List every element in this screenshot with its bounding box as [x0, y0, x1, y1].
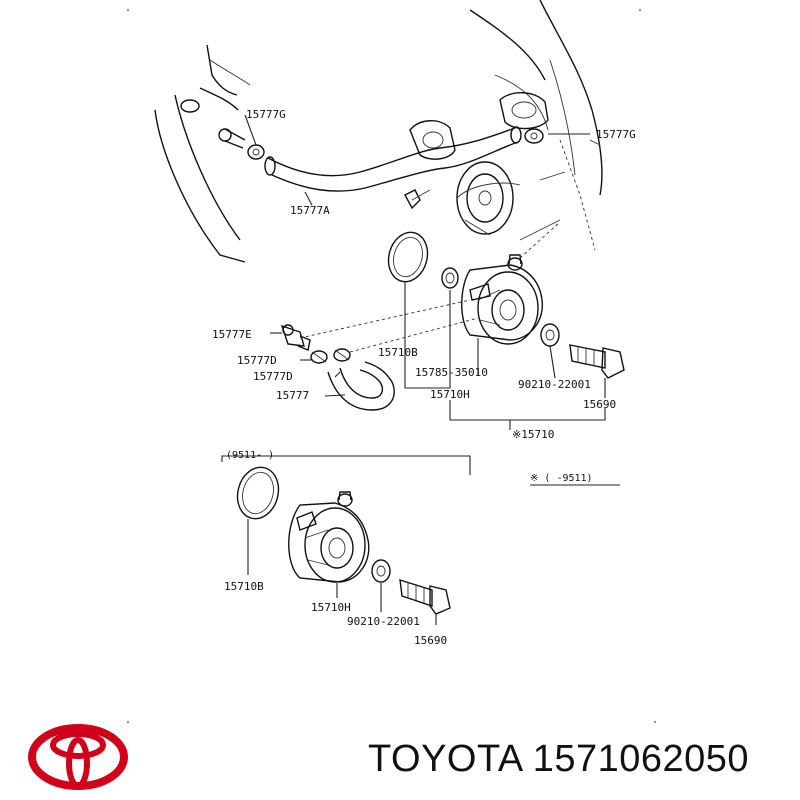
hose-15777a [264, 126, 522, 192]
callout-15690-bottom: 15690 [414, 634, 447, 647]
callout-15710h-top: 15710H [430, 388, 470, 401]
alignment-lines [299, 139, 596, 353]
oil-cooler-15710h-top [461, 254, 544, 345]
hose-fitting-left [218, 128, 265, 160]
water-outlet-housing [499, 92, 549, 144]
callout-15777d-2: 15777D [253, 370, 293, 383]
oil-cooler-15710h-bottom [288, 491, 370, 583]
callout-90210-22001-top: 90210-22001 [518, 378, 591, 391]
callout-15785-35010: 15785-35010 [415, 366, 488, 379]
toyota-logo [28, 724, 128, 790]
callout-15710h-bottom: 15710H [311, 601, 351, 614]
leader-lines-top [244, 114, 606, 430]
callout-15777g-right: 15777G [596, 128, 636, 141]
callout-15777g-left: 15777G [246, 108, 286, 121]
engine-block-outline [469, 0, 603, 241]
hose-15777 [327, 361, 395, 411]
flange-gasket [409, 120, 456, 160]
union-bolt-15690-bottom [399, 579, 451, 615]
pulley [456, 161, 521, 236]
registration-marks [127, 9, 656, 723]
callout-15690-top: 15690 [583, 398, 616, 411]
date-range-end-label: ※ ( -9511) [530, 473, 593, 484]
callout-15777a: 15777A [290, 204, 330, 217]
o-ring-15710b-top [387, 231, 429, 283]
upper-pipe [154, 44, 251, 263]
callout-assy-15710: ※15710 [512, 428, 554, 441]
callout-15777: 15777 [276, 389, 309, 402]
leader-lines-bottom [247, 519, 437, 625]
callout-15777e: 15777E [212, 328, 252, 341]
part-number: 1571062050 [532, 738, 750, 780]
clamp-15777d [310, 348, 351, 364]
date-range-start-label: (9511- ) [226, 450, 274, 461]
brand-part-number: TOYOTA 1571062050 [368, 738, 749, 781]
brand-name: TOYOTA [368, 738, 522, 780]
callout-15777d-1: 15777D [237, 354, 277, 367]
washer-15785 [441, 267, 459, 289]
small-bracket [404, 189, 431, 210]
washer-90210-bottom [371, 559, 391, 583]
fitting-15777e [280, 324, 311, 351]
callout-90210-22001-bottom: 90210-22001 [347, 615, 420, 628]
callout-15710b-bottom: 15710B [224, 580, 264, 593]
washer-90210-top [540, 323, 560, 347]
date-range-bracket [221, 455, 471, 475]
callout-15710b-top: 15710B [378, 346, 418, 359]
union-bolt-15690-top [569, 344, 625, 379]
o-ring-15710b-bottom [236, 466, 280, 520]
